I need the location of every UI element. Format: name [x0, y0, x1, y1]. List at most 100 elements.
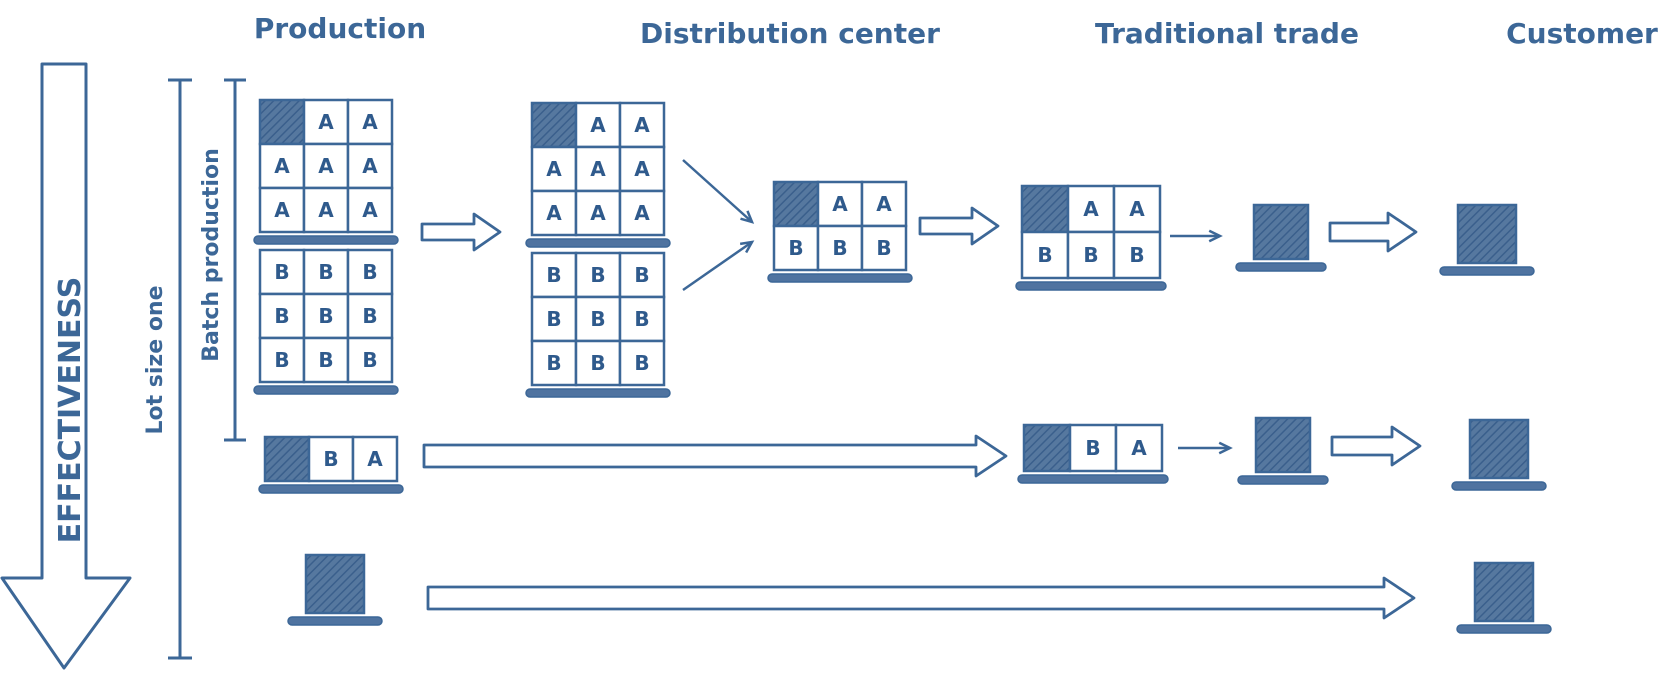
box-letter-b: B — [1083, 243, 1098, 267]
box-letter-a: A — [318, 154, 334, 178]
box-letter-a: A — [362, 110, 378, 134]
box-a — [618, 189, 666, 237]
single-packages — [287, 203, 1552, 634]
arrow-production-to-distribution — [420, 212, 502, 252]
box-a — [574, 189, 622, 237]
lot-size-one-label: Lot size one — [143, 285, 168, 434]
box-a — [1114, 423, 1164, 473]
column-header-traditional-trade: Traditional trade — [1095, 17, 1359, 50]
production-package-row3 — [287, 553, 383, 626]
arrow-production-to-traditional-row2 — [422, 434, 1008, 478]
box-b — [772, 224, 820, 272]
box-b — [1020, 230, 1070, 280]
box-letter-a: A — [876, 192, 892, 216]
box-b — [346, 292, 394, 340]
box-b — [618, 339, 666, 387]
box-letter-b: B — [634, 351, 649, 375]
box-letter-b: B — [318, 260, 333, 284]
arrow-production-to-customer-row3 — [426, 576, 1416, 620]
package-base — [1451, 481, 1547, 491]
package-base — [1456, 624, 1552, 634]
box-letter-b: B — [876, 236, 891, 260]
box-letter-b: B — [323, 447, 338, 471]
pallet-base — [1015, 281, 1167, 291]
pallet-base — [525, 388, 671, 398]
box-b — [302, 336, 350, 384]
arrow-distribution-to-traditional — [918, 206, 1000, 246]
box-b — [1068, 423, 1118, 473]
batch-production-bracket — [224, 78, 246, 442]
box-letter-a: A — [634, 113, 650, 137]
effectiveness-label: EFFECTIVENESS — [53, 277, 88, 544]
box-letter-a: A — [634, 157, 650, 181]
arrow-traditional-to-package-row2 — [1178, 441, 1233, 455]
box-a — [860, 180, 908, 228]
box-letter-a: A — [832, 192, 848, 216]
column-header-production: Production — [254, 12, 426, 45]
box-letter-b: B — [1085, 436, 1100, 460]
box-a — [258, 142, 306, 190]
box-letter-b: B — [634, 307, 649, 331]
box-letter-a: A — [274, 154, 290, 178]
box-letter-a: A — [634, 201, 650, 225]
box-letter-b: B — [274, 304, 289, 328]
box-a — [346, 142, 394, 190]
arrow-distribution-b-to-mixed — [682, 240, 755, 292]
box-a — [351, 435, 399, 483]
box-letter-b: B — [274, 348, 289, 372]
dark-box — [772, 180, 820, 228]
box-letter-b: B — [546, 351, 561, 375]
box-letter-a: A — [590, 157, 606, 181]
pallet-base — [767, 273, 913, 283]
box-letter-b: B — [362, 348, 377, 372]
box-b — [307, 435, 355, 483]
pallet-base — [253, 235, 399, 245]
pallet-base — [1017, 474, 1169, 484]
dark-box — [530, 101, 578, 149]
box-letter-b: B — [1037, 243, 1052, 267]
box-b — [346, 248, 394, 296]
box-letter-a: A — [546, 201, 562, 225]
box-letter-b: B — [318, 348, 333, 372]
package-base — [1235, 262, 1327, 272]
package-base — [1237, 475, 1329, 485]
box-letter-a: A — [590, 113, 606, 137]
box-letter-a: A — [367, 447, 383, 471]
box-letter-b: B — [546, 263, 561, 287]
box-b — [860, 224, 908, 272]
dark-box — [258, 98, 306, 146]
box-letter-b: B — [1129, 243, 1144, 267]
effectiveness-arrow — [0, 62, 132, 670]
box-letter-a: A — [1083, 197, 1099, 221]
box-letter-a: A — [318, 198, 334, 222]
box-letter-a: A — [362, 198, 378, 222]
box-letter-b: B — [590, 351, 605, 375]
box-letter-b: B — [546, 307, 561, 331]
pallet-base — [258, 484, 404, 494]
customer-package-row2 — [1451, 418, 1547, 491]
pallet-base — [525, 238, 671, 248]
dark-box — [1022, 423, 1072, 473]
box-letter-b: B — [590, 307, 605, 331]
box-letter-b: B — [362, 260, 377, 284]
dark-box — [1020, 184, 1070, 234]
traditional-package-row2 — [1237, 416, 1329, 485]
box-a — [258, 186, 306, 234]
box-letter-a: A — [590, 201, 606, 225]
arrow-distribution-a-to-mixed — [682, 159, 755, 224]
box-b — [1112, 230, 1162, 280]
pallet-base — [253, 385, 399, 395]
box-letter-a: A — [546, 157, 562, 181]
box-letter-a: A — [318, 110, 334, 134]
arrow-traditional-to-package-row1 — [1170, 229, 1223, 243]
